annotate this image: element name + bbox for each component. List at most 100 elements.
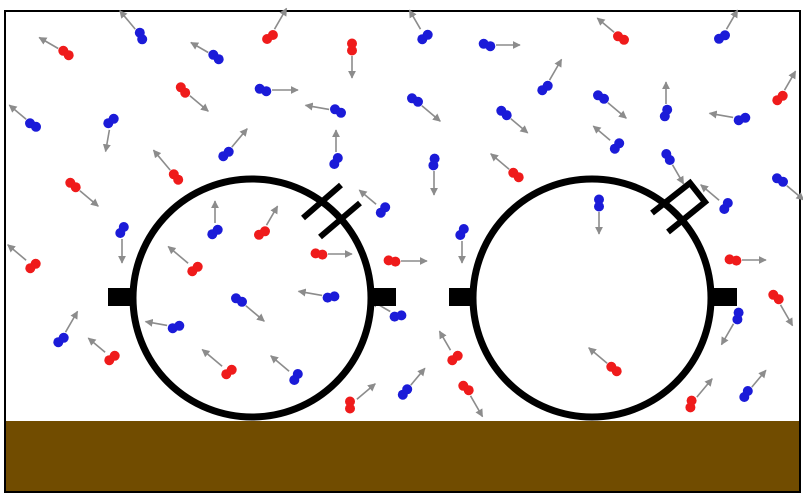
velocity-arrow: [201, 348, 223, 367]
molecule-red: [87, 337, 120, 366]
vessel-wall: [469, 175, 715, 421]
velocity-arrow: [231, 128, 248, 148]
molecule-blue: [772, 173, 803, 201]
velocity-arrow: [270, 355, 290, 372]
atom: [778, 176, 788, 187]
velocity-arrow: [297, 288, 323, 297]
molecule-red: [596, 17, 629, 45]
molecule-red: [152, 149, 184, 185]
velocity-arrow: [751, 369, 767, 388]
molecule-layer: [7, 7, 803, 418]
molecule-blue: [231, 293, 265, 322]
right-handle: [372, 288, 396, 306]
molecule-blue: [700, 184, 733, 214]
molecule-blue: [144, 318, 185, 334]
molecule-red: [685, 378, 713, 413]
atom: [773, 294, 784, 305]
atom: [413, 96, 423, 107]
velocity-arrow: [720, 323, 735, 346]
atom: [662, 104, 673, 115]
velocity-arrow: [190, 41, 209, 54]
atom: [402, 384, 413, 395]
atom: [485, 41, 496, 52]
left-handle: [108, 288, 132, 306]
molecule-red: [167, 245, 203, 277]
atom: [180, 87, 191, 98]
molecule-red: [438, 330, 463, 366]
velocity-arrow: [408, 9, 422, 30]
velocity-arrow: [7, 244, 27, 261]
molecule-blue: [115, 222, 129, 264]
ground: [6, 421, 799, 491]
molecule-blue: [304, 102, 346, 118]
velocity-arrow: [438, 330, 452, 351]
velocity-arrow: [152, 149, 171, 171]
atom: [429, 153, 440, 164]
atom: [260, 226, 270, 237]
atom: [332, 153, 343, 163]
molecule-blue: [207, 200, 223, 240]
velocity-arrow: [245, 305, 265, 322]
molecule-blue: [659, 81, 673, 122]
velocity-arrow: [671, 164, 685, 185]
atom: [345, 396, 355, 407]
atom: [390, 256, 401, 267]
atom: [380, 202, 391, 213]
atom: [731, 255, 742, 266]
atom: [31, 121, 41, 132]
atom: [513, 172, 524, 183]
molecule-red: [383, 255, 428, 267]
atom: [619, 34, 629, 45]
atom: [118, 222, 129, 232]
atom: [226, 364, 237, 375]
velocity-arrow: [592, 125, 611, 141]
molecule-red: [458, 380, 484, 418]
atom: [192, 261, 203, 272]
velocity-arrow: [304, 102, 330, 111]
velocity-arrow: [144, 318, 168, 327]
atom: [347, 45, 357, 56]
atom: [174, 320, 185, 331]
velocity-arrow: [490, 153, 510, 170]
molecule-red: [262, 7, 288, 44]
atom: [594, 194, 604, 205]
velocity-arrow: [588, 347, 608, 364]
velocity-arrow: [725, 9, 739, 30]
atom: [777, 90, 788, 101]
molecule-blue: [537, 58, 563, 96]
atom: [720, 30, 730, 41]
molecule-red: [7, 244, 41, 274]
atom: [292, 369, 303, 379]
atom: [422, 29, 433, 40]
atom: [614, 138, 625, 149]
velocity-arrow: [421, 105, 441, 122]
molecule-red: [345, 383, 376, 414]
molecule-blue: [190, 41, 224, 65]
molecule-blue: [455, 224, 469, 264]
molecule-blue: [297, 288, 340, 303]
velocity-arrow: [79, 190, 99, 207]
molecule-blue: [53, 310, 79, 348]
scene-frame: [4, 10, 801, 493]
molecule-blue: [408, 9, 433, 45]
velocity-arrow: [779, 304, 794, 327]
velocity-arrow: [783, 70, 797, 91]
molecule-blue: [218, 128, 248, 162]
atom: [664, 155, 675, 165]
atom: [213, 54, 224, 65]
molecule-red: [588, 347, 622, 377]
molecule-blue: [708, 110, 751, 126]
valve-flap-bottom: [318, 200, 362, 240]
atom: [345, 403, 355, 414]
atom: [463, 385, 474, 396]
atom: [542, 80, 553, 91]
velocity-arrow: [38, 36, 59, 50]
atom: [742, 386, 753, 396]
velocity-arrow: [607, 102, 627, 119]
molecule-red: [175, 82, 209, 112]
atom: [329, 291, 340, 302]
molecule-red: [772, 70, 797, 106]
velocity-arrow: [469, 395, 484, 418]
atom: [223, 146, 234, 157]
